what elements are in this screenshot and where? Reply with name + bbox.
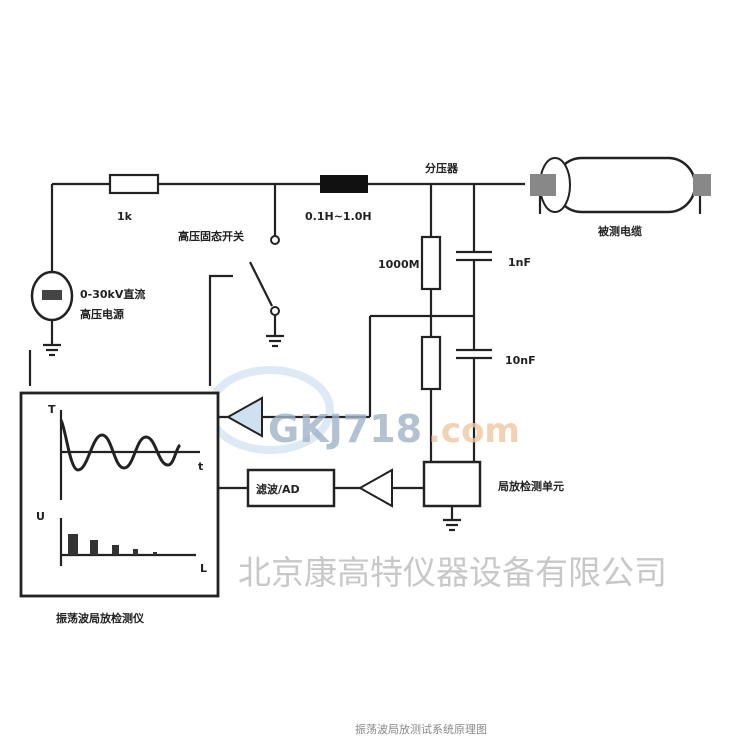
switch-label: 高压固态开关 <box>178 229 244 243</box>
test-cable <box>530 156 711 214</box>
divider-label: 分压器 <box>425 161 459 175</box>
instrument-label: 振荡波局放检测仪 <box>56 611 145 625</box>
filter-ad-box <box>246 468 336 508</box>
dc-source <box>30 270 74 357</box>
axis-u-label: U <box>36 510 45 523</box>
amplifier-upper-icon <box>225 396 263 438</box>
inductor <box>320 175 368 193</box>
detector-ground-icon <box>443 506 461 532</box>
waveform-plot <box>59 410 200 500</box>
figure-caption: 振荡波局放测试系统原理图 <box>355 722 487 736</box>
source-label-1: 0-30kV直流 <box>80 287 145 301</box>
resistor-1k <box>108 173 160 195</box>
hv-switch <box>249 184 284 348</box>
detector-unit <box>422 460 482 508</box>
watermark-logo-suffix: .com <box>428 411 520 451</box>
watermark-logo: GKJ718 .com <box>268 407 520 451</box>
axis-t2-label: t <box>198 460 203 473</box>
instrument-box <box>19 391 220 598</box>
top-wire <box>50 182 525 272</box>
pd-spectrum-plot <box>59 518 196 566</box>
watermark-company: 北京康高特仪器设备有限公司 <box>238 553 667 592</box>
amplifier-lower-icon <box>357 468 393 508</box>
filter-ad-label: 滤波/AD <box>256 482 300 496</box>
source-label-2: 高压电源 <box>80 307 124 321</box>
cable-label: 被测电缆 <box>598 224 642 238</box>
voltage-divider <box>368 184 492 462</box>
inductor-label: 0.1H~1.0H <box>305 210 372 223</box>
resistor-1k-label: 1k <box>117 210 133 223</box>
axis-t-label: T <box>48 403 56 416</box>
axis-l-label: L <box>200 562 207 575</box>
watermark-logo-text: GKJ718 <box>268 407 422 451</box>
c-low-label: 10nF <box>505 354 536 367</box>
r-high-label: 1000M <box>378 258 420 271</box>
detector-label: 局放检测单元 <box>497 479 564 493</box>
c-high-label: 1nF <box>508 256 531 269</box>
